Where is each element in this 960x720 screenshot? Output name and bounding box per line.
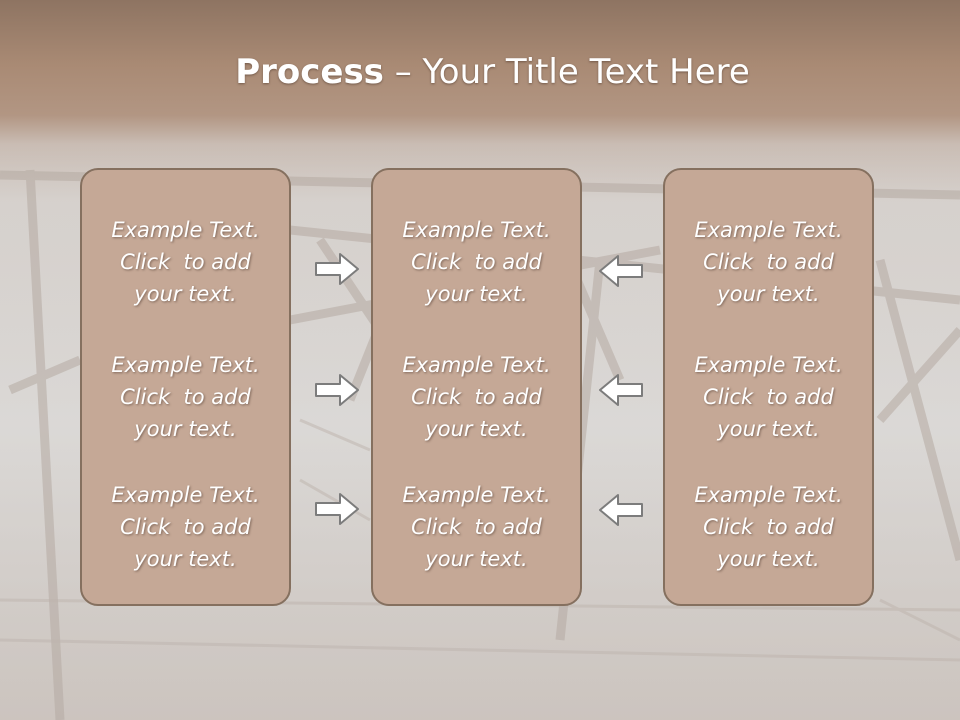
arrow-left-icon[interactable]: [598, 373, 644, 407]
text-line: Click to add: [703, 515, 834, 539]
text-line: Example Text.: [111, 483, 260, 507]
text-line: your text.: [717, 547, 820, 571]
text-line: your text.: [134, 547, 237, 571]
text-line: Click to add: [411, 515, 542, 539]
arrow-right-icon[interactable]: [314, 492, 360, 526]
title-bold: Process: [235, 52, 384, 92]
process-box-right[interactable]: Example Text. Click to add your text. Ex…: [663, 168, 874, 606]
text-line: Click to add: [411, 385, 542, 409]
text-line: Example Text.: [402, 353, 551, 377]
arrow-right-icon[interactable]: [314, 252, 360, 286]
text-placeholder[interactable]: Example Text. Click to add your text.: [373, 349, 580, 445]
text-placeholder[interactable]: Example Text. Click to add your text.: [82, 214, 289, 310]
text-line: your text.: [425, 417, 528, 441]
process-box-middle[interactable]: Example Text. Click to add your text. Ex…: [371, 168, 582, 606]
text-line: your text.: [717, 417, 820, 441]
text-line: Click to add: [411, 250, 542, 274]
slide-title[interactable]: Process – Your Title Text Here: [0, 52, 960, 92]
text-placeholder[interactable]: Example Text. Click to add your text.: [665, 349, 872, 445]
text-placeholder[interactable]: Example Text. Click to add your text.: [373, 479, 580, 575]
arrow-left-icon[interactable]: [598, 493, 644, 527]
arrow-left-icon[interactable]: [598, 254, 644, 288]
text-line: Example Text.: [402, 483, 551, 507]
text-line: your text.: [425, 282, 528, 306]
text-placeholder[interactable]: Example Text. Click to add your text.: [665, 479, 872, 575]
text-line: Example Text.: [402, 218, 551, 242]
text-line: Example Text.: [694, 218, 843, 242]
text-line: your text.: [717, 282, 820, 306]
text-placeholder[interactable]: Example Text. Click to add your text.: [82, 479, 289, 575]
text-line: your text.: [134, 282, 237, 306]
text-placeholder[interactable]: Example Text. Click to add your text.: [373, 214, 580, 310]
text-line: Click to add: [120, 515, 251, 539]
text-line: Click to add: [120, 250, 251, 274]
arrow-right-icon[interactable]: [314, 373, 360, 407]
text-line: Click to add: [703, 385, 834, 409]
text-line: Example Text.: [111, 218, 260, 242]
text-line: Click to add: [120, 385, 251, 409]
text-line: Example Text.: [111, 353, 260, 377]
text-line: your text.: [134, 417, 237, 441]
text-line: Click to add: [703, 250, 834, 274]
title-rest: – Your Title Text Here: [383, 52, 750, 92]
text-placeholder[interactable]: Example Text. Click to add your text.: [665, 214, 872, 310]
text-line: Example Text.: [694, 353, 843, 377]
process-box-left[interactable]: Example Text. Click to add your text. Ex…: [80, 168, 291, 606]
text-line: your text.: [425, 547, 528, 571]
text-placeholder[interactable]: Example Text. Click to add your text.: [82, 349, 289, 445]
text-line: Example Text.: [694, 483, 843, 507]
